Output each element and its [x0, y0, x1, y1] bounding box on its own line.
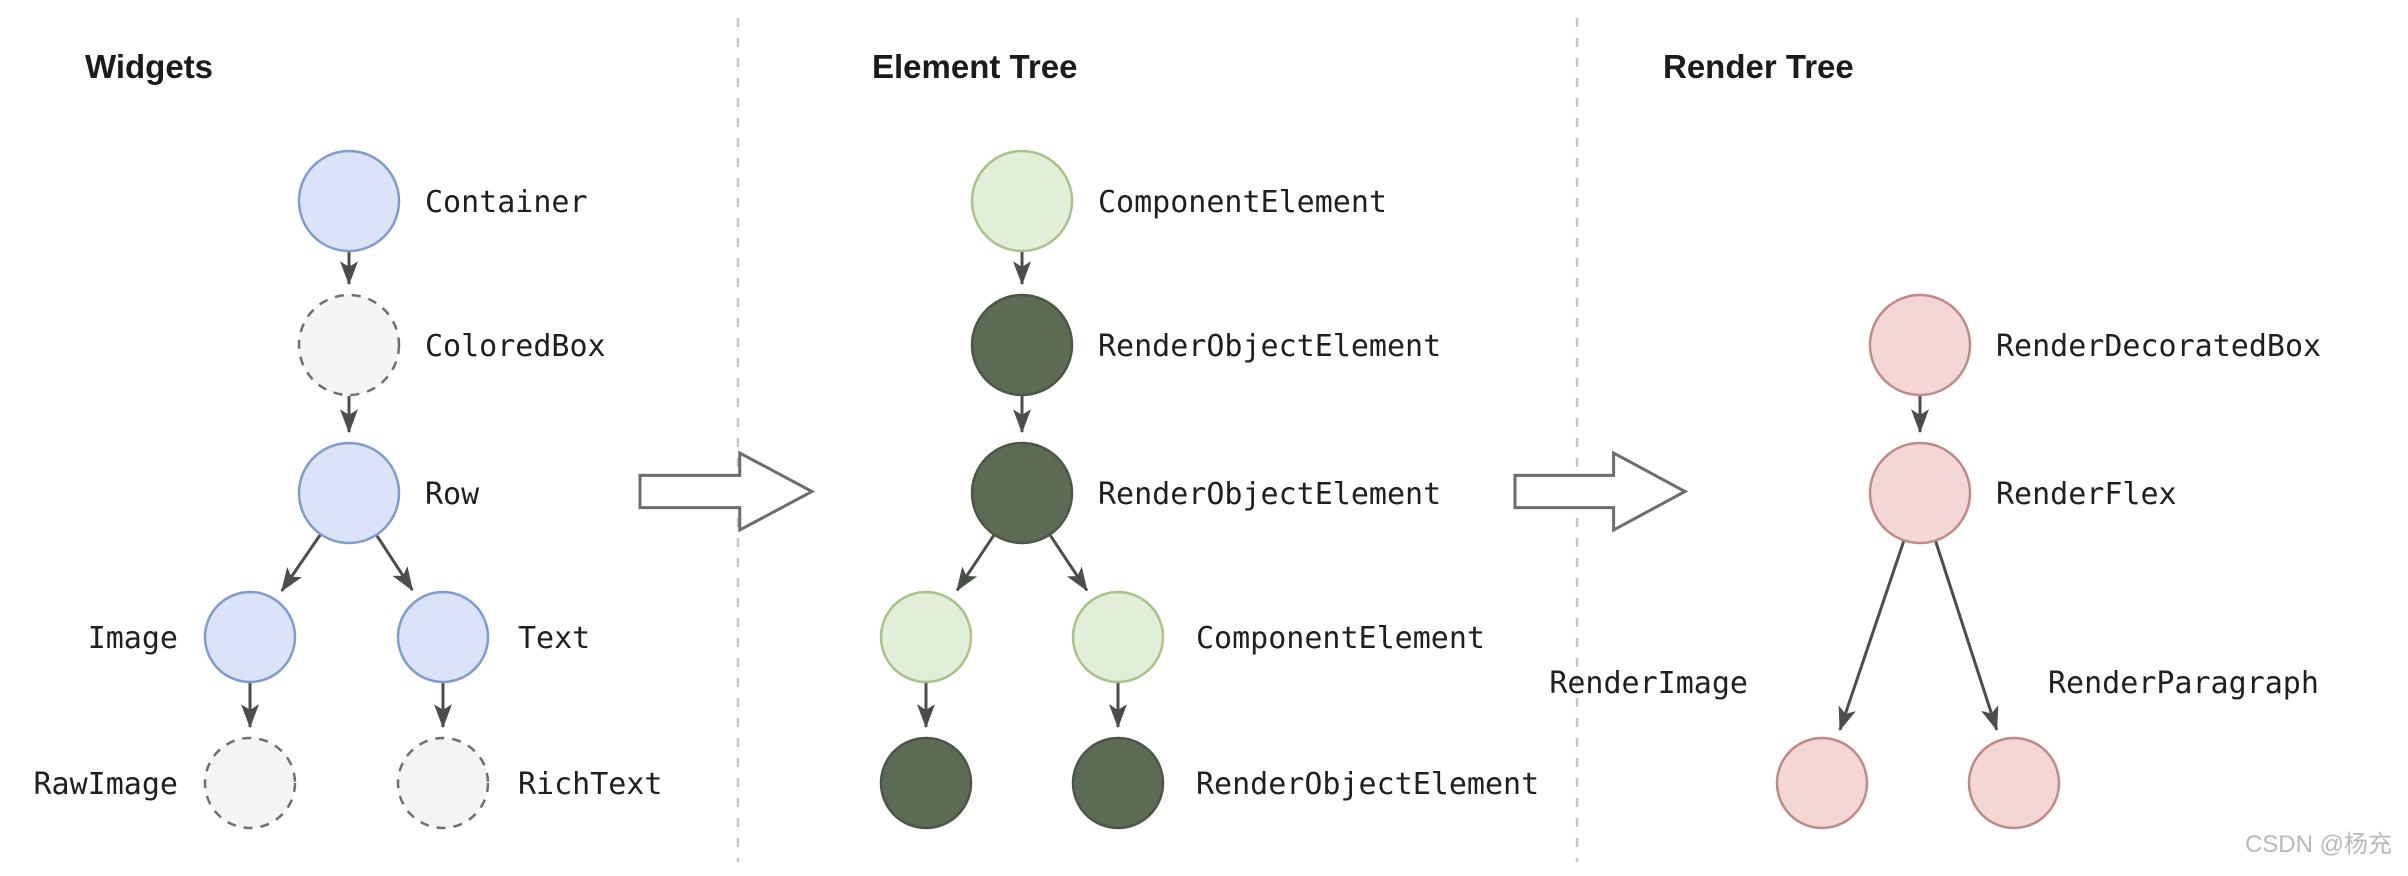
edge-flex-renderparagraph: [1934, 541, 1999, 731]
node-w-coloredbox[interactable]: [297, 293, 401, 397]
node-label-r-flex: RenderFlex: [1996, 477, 2177, 512]
watermark-text: CSDN @杨充: [2245, 831, 2392, 858]
column-titles: Widgets Element Tree Render Tree: [85, 48, 1854, 85]
elements-to-render: [1513, 450, 1689, 533]
edge-flex-renderimage: [1838, 540, 1906, 732]
column-dividers: [736, 18, 1579, 862]
edge-row-text: [375, 534, 414, 592]
column-title-render-tree: Render Tree: [1663, 48, 1854, 85]
node-r-flex[interactable]: [1868, 441, 1972, 545]
node-w-richtext[interactable]: [396, 736, 490, 830]
column-title-element-tree: Element Tree: [872, 48, 1077, 85]
node-e-component-root[interactable]: [970, 149, 1074, 253]
node-label-r-paragraph: RenderParagraph: [2048, 666, 2319, 701]
node-r-paragraph[interactable]: [1967, 736, 2061, 830]
widgets-to-elements: [638, 450, 816, 533]
node-label-w-image: Image: [88, 621, 178, 656]
node-label-w-row: Row: [425, 477, 480, 512]
column-title-widgets: Widgets: [85, 48, 213, 85]
node-label-w-coloredbox: ColoredBox: [425, 329, 606, 364]
edge-row-image: [280, 534, 322, 592]
node-label-e-renderobj-right: RenderObjectElement: [1196, 767, 1539, 802]
node-label-e-renderobject-1: RenderObjectElement: [1098, 329, 1441, 364]
node-label-e-component-right: ComponentElement: [1196, 621, 1485, 656]
node-label-w-container: Container: [425, 185, 588, 220]
node-label-e-component-root: ComponentElement: [1098, 185, 1387, 220]
node-e-renderobject-1[interactable]: [970, 293, 1074, 397]
node-w-container[interactable]: [297, 149, 401, 253]
node-e-renderobject-2[interactable]: [970, 441, 1074, 545]
node-r-image[interactable]: [1775, 736, 1869, 830]
node-r-decoratedbox[interactable]: [1868, 293, 1972, 397]
node-e-renderobj-left[interactable]: [879, 736, 973, 830]
tree-edges: [241, 252, 1999, 732]
node-w-text[interactable]: [396, 590, 490, 684]
node-e-renderobj-right[interactable]: [1071, 736, 1165, 830]
node-w-row[interactable]: [297, 441, 401, 545]
node-label-w-rawimage: RawImage: [34, 767, 179, 802]
node-label-r-decoratedbox: RenderDecoratedBox: [1996, 329, 2321, 364]
node-w-rawimage[interactable]: [203, 736, 297, 830]
node-w-image[interactable]: [203, 590, 297, 684]
transition-arrows: [638, 450, 1689, 533]
node-label-r-image: RenderImage: [1549, 666, 1748, 701]
edge-renderobj2-compleft: [955, 534, 995, 592]
node-e-component-left[interactable]: [879, 590, 973, 684]
node-e-component-right[interactable]: [1071, 590, 1165, 684]
node-label-e-renderobject-2: RenderObjectElement: [1098, 477, 1441, 512]
node-label-w-text: Text: [518, 621, 590, 656]
edge-renderobj2-compright: [1049, 534, 1089, 592]
node-label-w-richtext: RichText: [518, 767, 663, 802]
